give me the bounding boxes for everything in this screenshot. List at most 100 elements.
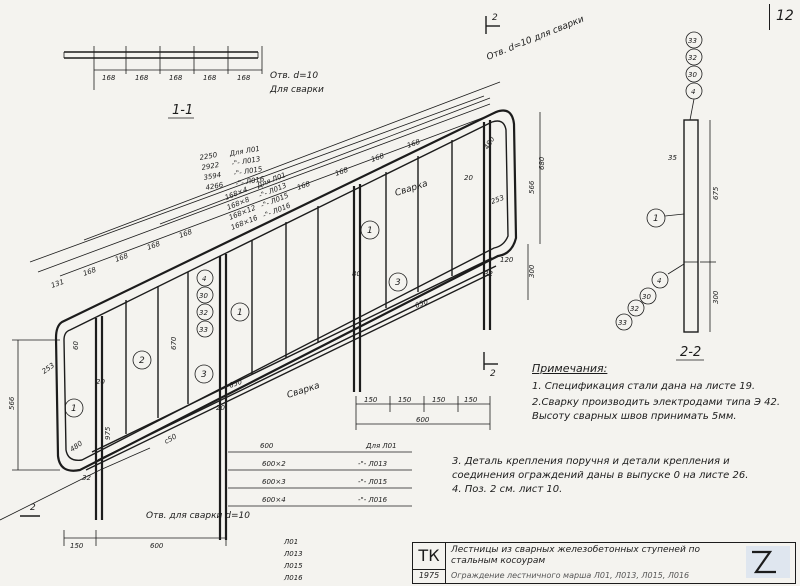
length-table-bottom: 600 Для Л01 600×2 -"- Л013 600×3 -"- Л01… [228,442,412,507]
etd-6: 168 [334,166,350,178]
etd-4: 168 [178,228,194,240]
bm-1: Л013 [283,550,303,558]
top-dimension-chain: Отв. d=10 для сварки [29,15,586,277]
right-dims: 680 566 253 300 80 120 650 32 480 20 [352,112,546,310]
ld-32: 32 [82,474,91,482]
s22-bot-2: 32 [630,305,639,313]
section-2-marker-top: 2 [485,13,500,34]
rd-120: 120 [500,256,514,264]
stamp-year: 1975 [413,569,446,583]
ltb-v0: 600 [260,442,274,450]
s11-dim-1: 168 [102,74,116,82]
stamp-code: ТК [413,543,446,570]
bm-2: Л015 [283,562,303,570]
note-1: 1. Спецификация стали дана на листе 19. [532,381,756,392]
weld-label-bottom: Сварка [286,381,321,401]
page-number: 12 [776,8,794,24]
position-bubbles: 1 2 3 1 1 3 [64,220,408,418]
s22-675: 675 [712,186,720,200]
note-2: 2.Сварку производить электродами типа Э … [532,397,781,422]
lm-3: 33 [199,326,208,334]
ld-150: 150 [70,542,84,550]
s22-300: 300 [712,290,720,304]
etd-1: 168 [82,266,98,278]
pos-bubble-4: 1 [237,308,243,318]
ld-566: 566 [8,396,16,410]
note-3: 3. Деталь крепления поручня и детали кре… [452,456,749,481]
s22-bot-1: 30 [642,293,651,301]
left-marker-stack: 4 30 32 33 [196,269,214,338]
section-2-2: 33 32 30 4 675 300 35 1 4 30 32 33 2-2 [615,31,720,361]
rd-253: 253 [490,194,505,206]
bc-2: 150 [432,396,446,404]
ltt-v2: 3594 [203,171,222,182]
ld-20-b: 20 [216,404,225,412]
ld-c50: c50 [163,432,179,446]
etd-0: 131 [50,278,65,290]
etd-3: 168 [146,240,162,252]
s11-hole-note: Отв. d=10 [270,71,318,81]
s11-dim-3: 168 [169,74,183,82]
bottom-chain: 150 150 150 150 600 [355,396,491,430]
ld-480: 480 [69,439,85,454]
lm-0: 4 [202,275,206,283]
bc-1: 150 [398,396,412,404]
rd-680: 680 [538,156,546,170]
bc-0: 150 [364,396,378,404]
etd-5: 168 [296,180,312,192]
sec2-mark-left: 2 [30,503,36,513]
railing-elevation [0,109,518,540]
pos-bubble-5: 1 [367,226,373,236]
page-number-bar [769,4,771,30]
ld-60: 60 [72,341,80,350]
ld-975: 975 [104,426,112,440]
ld-253: 253 [41,361,57,375]
s22-top-2: 30 [688,71,697,79]
notes-title: Примечания: [532,362,608,375]
ltb-v3: 600×4 [262,496,286,504]
s22-35: 35 [668,154,677,162]
s22-label: 2-2 [680,345,701,360]
stamp-subtitle: Ограждение лестничного марша Л01, Л013, … [451,571,690,580]
ltt-v0: 2250 [199,151,218,162]
notes-block-2: 3. Деталь крепления поручня и детали кре… [452,455,782,497]
ld-670: 670 [170,336,178,350]
s22-top-3: 4 [691,88,695,96]
s22-pos: 1 [653,214,659,224]
top-hole-note: Отв. d=10 для сварки [485,15,585,63]
rd-32: 32 [484,270,493,278]
lm-1: 30 [199,292,208,300]
title-block: ТК 1975 Лестницы из сварных железобетонн… [412,542,796,584]
note-4: 4. Поз. 2 см. лист 10. [452,484,563,495]
ltt-v3: 4266 [205,181,224,192]
notes-block: Примечания: 1. Спецификация стали дана н… [532,362,782,426]
pos-bubble-1: 1 [71,404,77,414]
rd-300: 300 [528,264,536,278]
ld-20: 20 [96,378,105,386]
ltt-v1: 2922 [201,161,220,172]
etd-2: 168 [114,252,130,264]
s11-label: 1-1 [172,103,193,118]
ltb-m3: -"- Л016 [358,496,388,504]
s22-bot-3: 33 [618,319,627,327]
section-2-marker-left: 2 [20,503,40,517]
rd-20: 20 [464,174,473,182]
weld-label-top: Сварка [394,179,429,199]
pos-bubble-2: 2 [139,356,145,366]
stamp-title: Лестницы из сварных железобетонных ступе… [451,545,701,566]
section-2-marker-mid: 2 [483,352,498,379]
bc-3: 150 [464,396,478,404]
s11-dim-4: 168 [203,74,217,82]
rd-80: 80 [352,270,361,278]
pos-bubble-3: 3 [201,370,207,380]
hole-note-bottom: Отв. для сварки d=10 [146,511,250,521]
s11-weld-note: Для сварки [269,85,324,95]
s11-dim-2: 168 [135,74,149,82]
s22-top-1: 32 [688,54,697,62]
etd-7: 168 [370,152,386,164]
s22-top-0: 33 [688,37,697,45]
pos-bubble-6: 3 [395,278,401,288]
stamp-logo-group [746,546,790,578]
bm-3: Л016 [283,574,303,582]
